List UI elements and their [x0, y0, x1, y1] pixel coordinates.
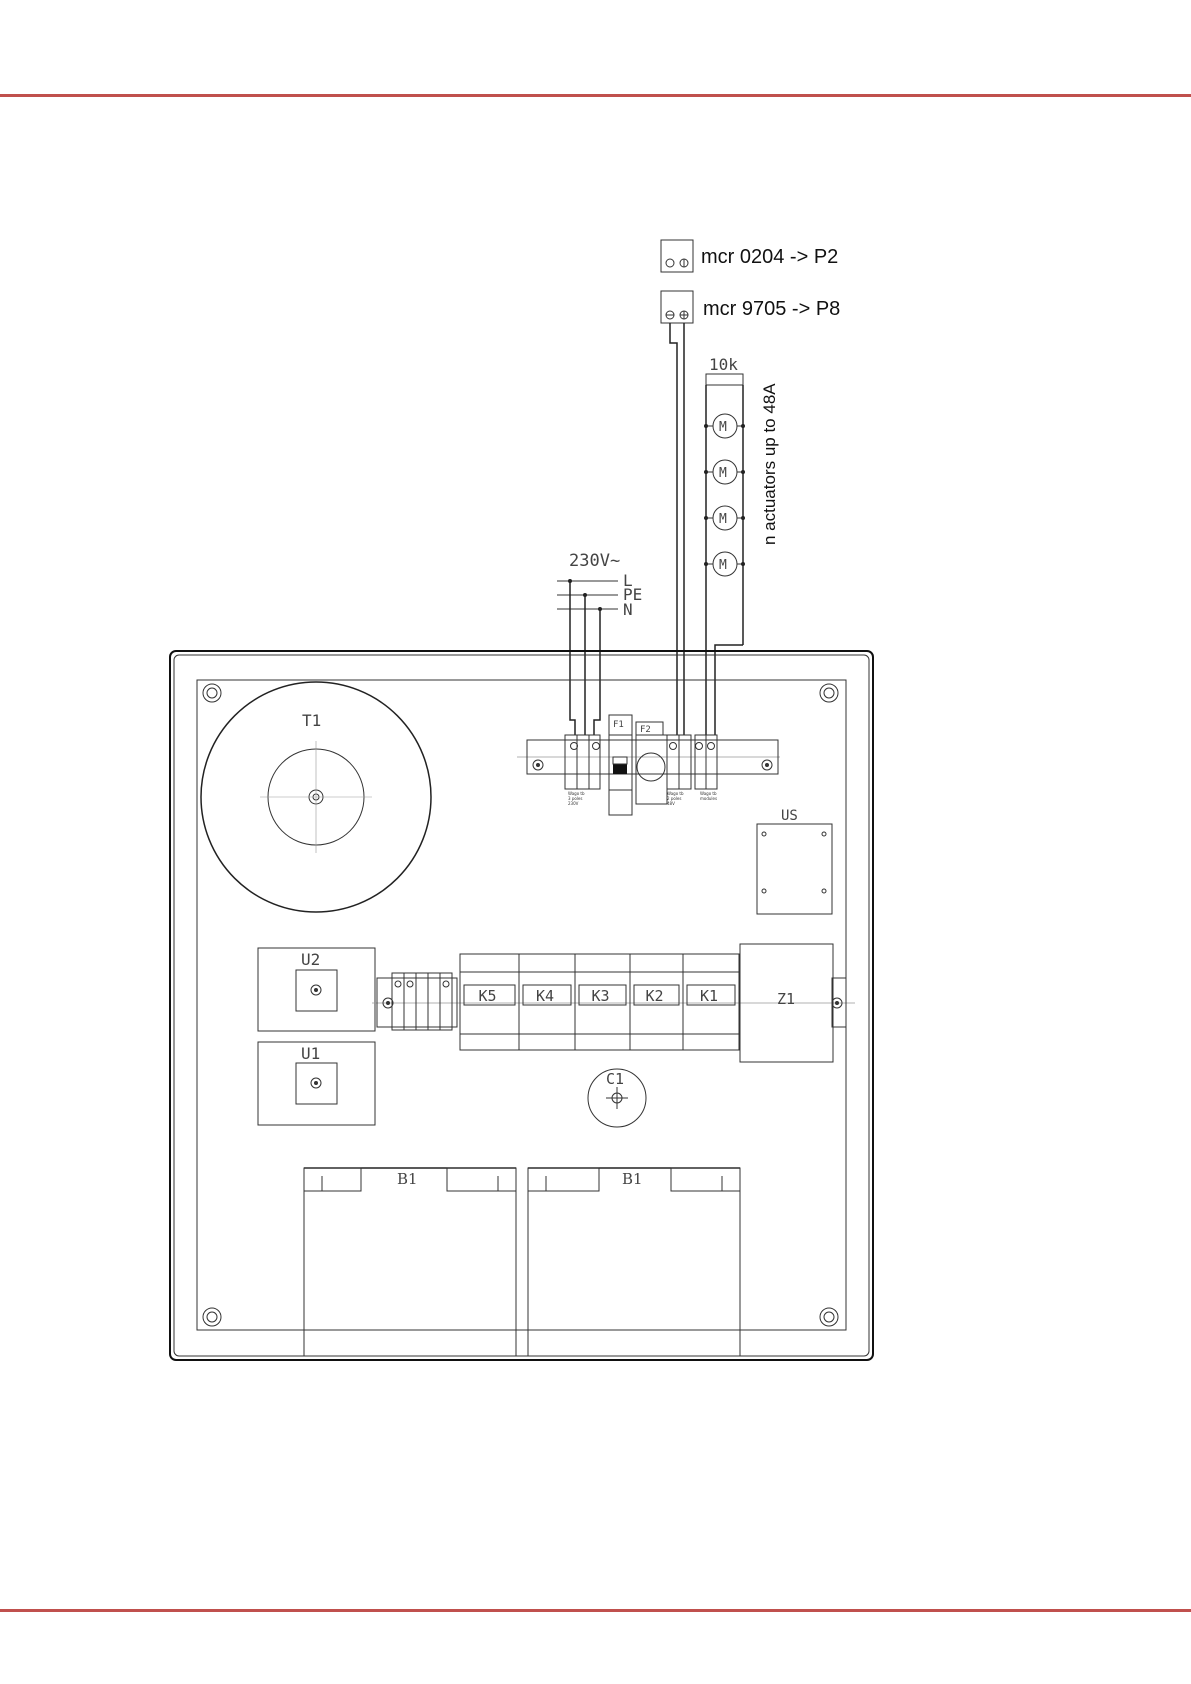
label-c1: C1: [606, 1070, 624, 1088]
actuator-motor: M: [704, 460, 745, 484]
connector-label-top: mcr 0204 -> P2: [701, 246, 838, 268]
motor-symbol: M: [719, 558, 727, 573]
transformer-t1: T1: [201, 682, 431, 912]
battery-left: B1: [304, 1168, 516, 1356]
label-u1: U1: [301, 1044, 320, 1063]
module-u2: U2: [258, 948, 375, 1031]
battery-right: B1: [528, 1168, 740, 1356]
motor-symbol: M: [719, 466, 727, 481]
relay-label: K2: [646, 987, 664, 1005]
screw-top-right: [820, 684, 838, 702]
capacitor-c1: C1: [588, 1069, 646, 1127]
relay-label: K4: [536, 987, 554, 1005]
label-z1: Z1: [777, 990, 795, 1008]
actuator-motor: M: [704, 552, 745, 576]
relay-k1: K1: [683, 954, 739, 1050]
label-us: US: [781, 808, 798, 824]
relay-k4: K4: [519, 954, 575, 1050]
connector-label-bottom: mcr 9705 -> P8: [703, 298, 840, 320]
label-b1-right: B1: [622, 1170, 643, 1188]
svg-text:48V: 48V: [667, 801, 675, 806]
resistor-10k: 10k: [706, 355, 743, 385]
module-u1: U1: [258, 1042, 375, 1125]
label-u2: U2: [301, 950, 320, 969]
label-f2: F2: [640, 725, 651, 735]
mains-voltage: 230V~: [569, 551, 620, 571]
connector-mcr-0204: mcr 0204 -> P2: [661, 240, 838, 272]
screw-top-left: [203, 684, 221, 702]
control-wires: [670, 323, 684, 735]
svg-text:230V: 230V: [568, 801, 579, 806]
relay-label: K5: [479, 987, 497, 1005]
connector-mcr-9705: mcr 9705 -> P8: [661, 291, 840, 323]
top-din-rail: Wago tb 3 poles 230V F1 F2: [517, 715, 780, 815]
motor-symbol: M: [719, 512, 727, 527]
resistor-label: 10k: [709, 355, 738, 374]
fuse-f2: F2: [636, 722, 667, 804]
relay-k2: K2: [630, 954, 683, 1050]
module-us: US: [757, 808, 832, 914]
label-f1: F1: [613, 720, 624, 730]
label-b1-left: B1: [397, 1170, 418, 1188]
mains-supply: 230V~ L PE N: [557, 551, 642, 735]
svg-text:modules: modules: [700, 796, 717, 801]
relay-k5: K5: [460, 954, 519, 1050]
relay-label: K3: [592, 987, 610, 1005]
mains-n: N: [623, 600, 633, 619]
motor-symbol: M: [719, 420, 727, 435]
actuator-motor: M: [704, 506, 745, 530]
screw-bottom-right: [820, 1308, 838, 1326]
relay-k3: K3: [575, 954, 630, 1050]
label-t1: T1: [302, 711, 321, 730]
middle-din-rail: K5 K4 K3 K2 K1 Z1: [372, 944, 855, 1062]
screw-bottom-left: [203, 1308, 221, 1326]
mounting-screws: [203, 684, 838, 1326]
actuators-note: n actuators up to 48A: [760, 383, 779, 545]
actuator-chain: M M M M n actuators up to 48A: [704, 383, 779, 735]
relay-label: K1: [700, 987, 718, 1005]
actuator-motor: M: [704, 414, 745, 438]
fuse-f1: F1: [609, 715, 632, 815]
